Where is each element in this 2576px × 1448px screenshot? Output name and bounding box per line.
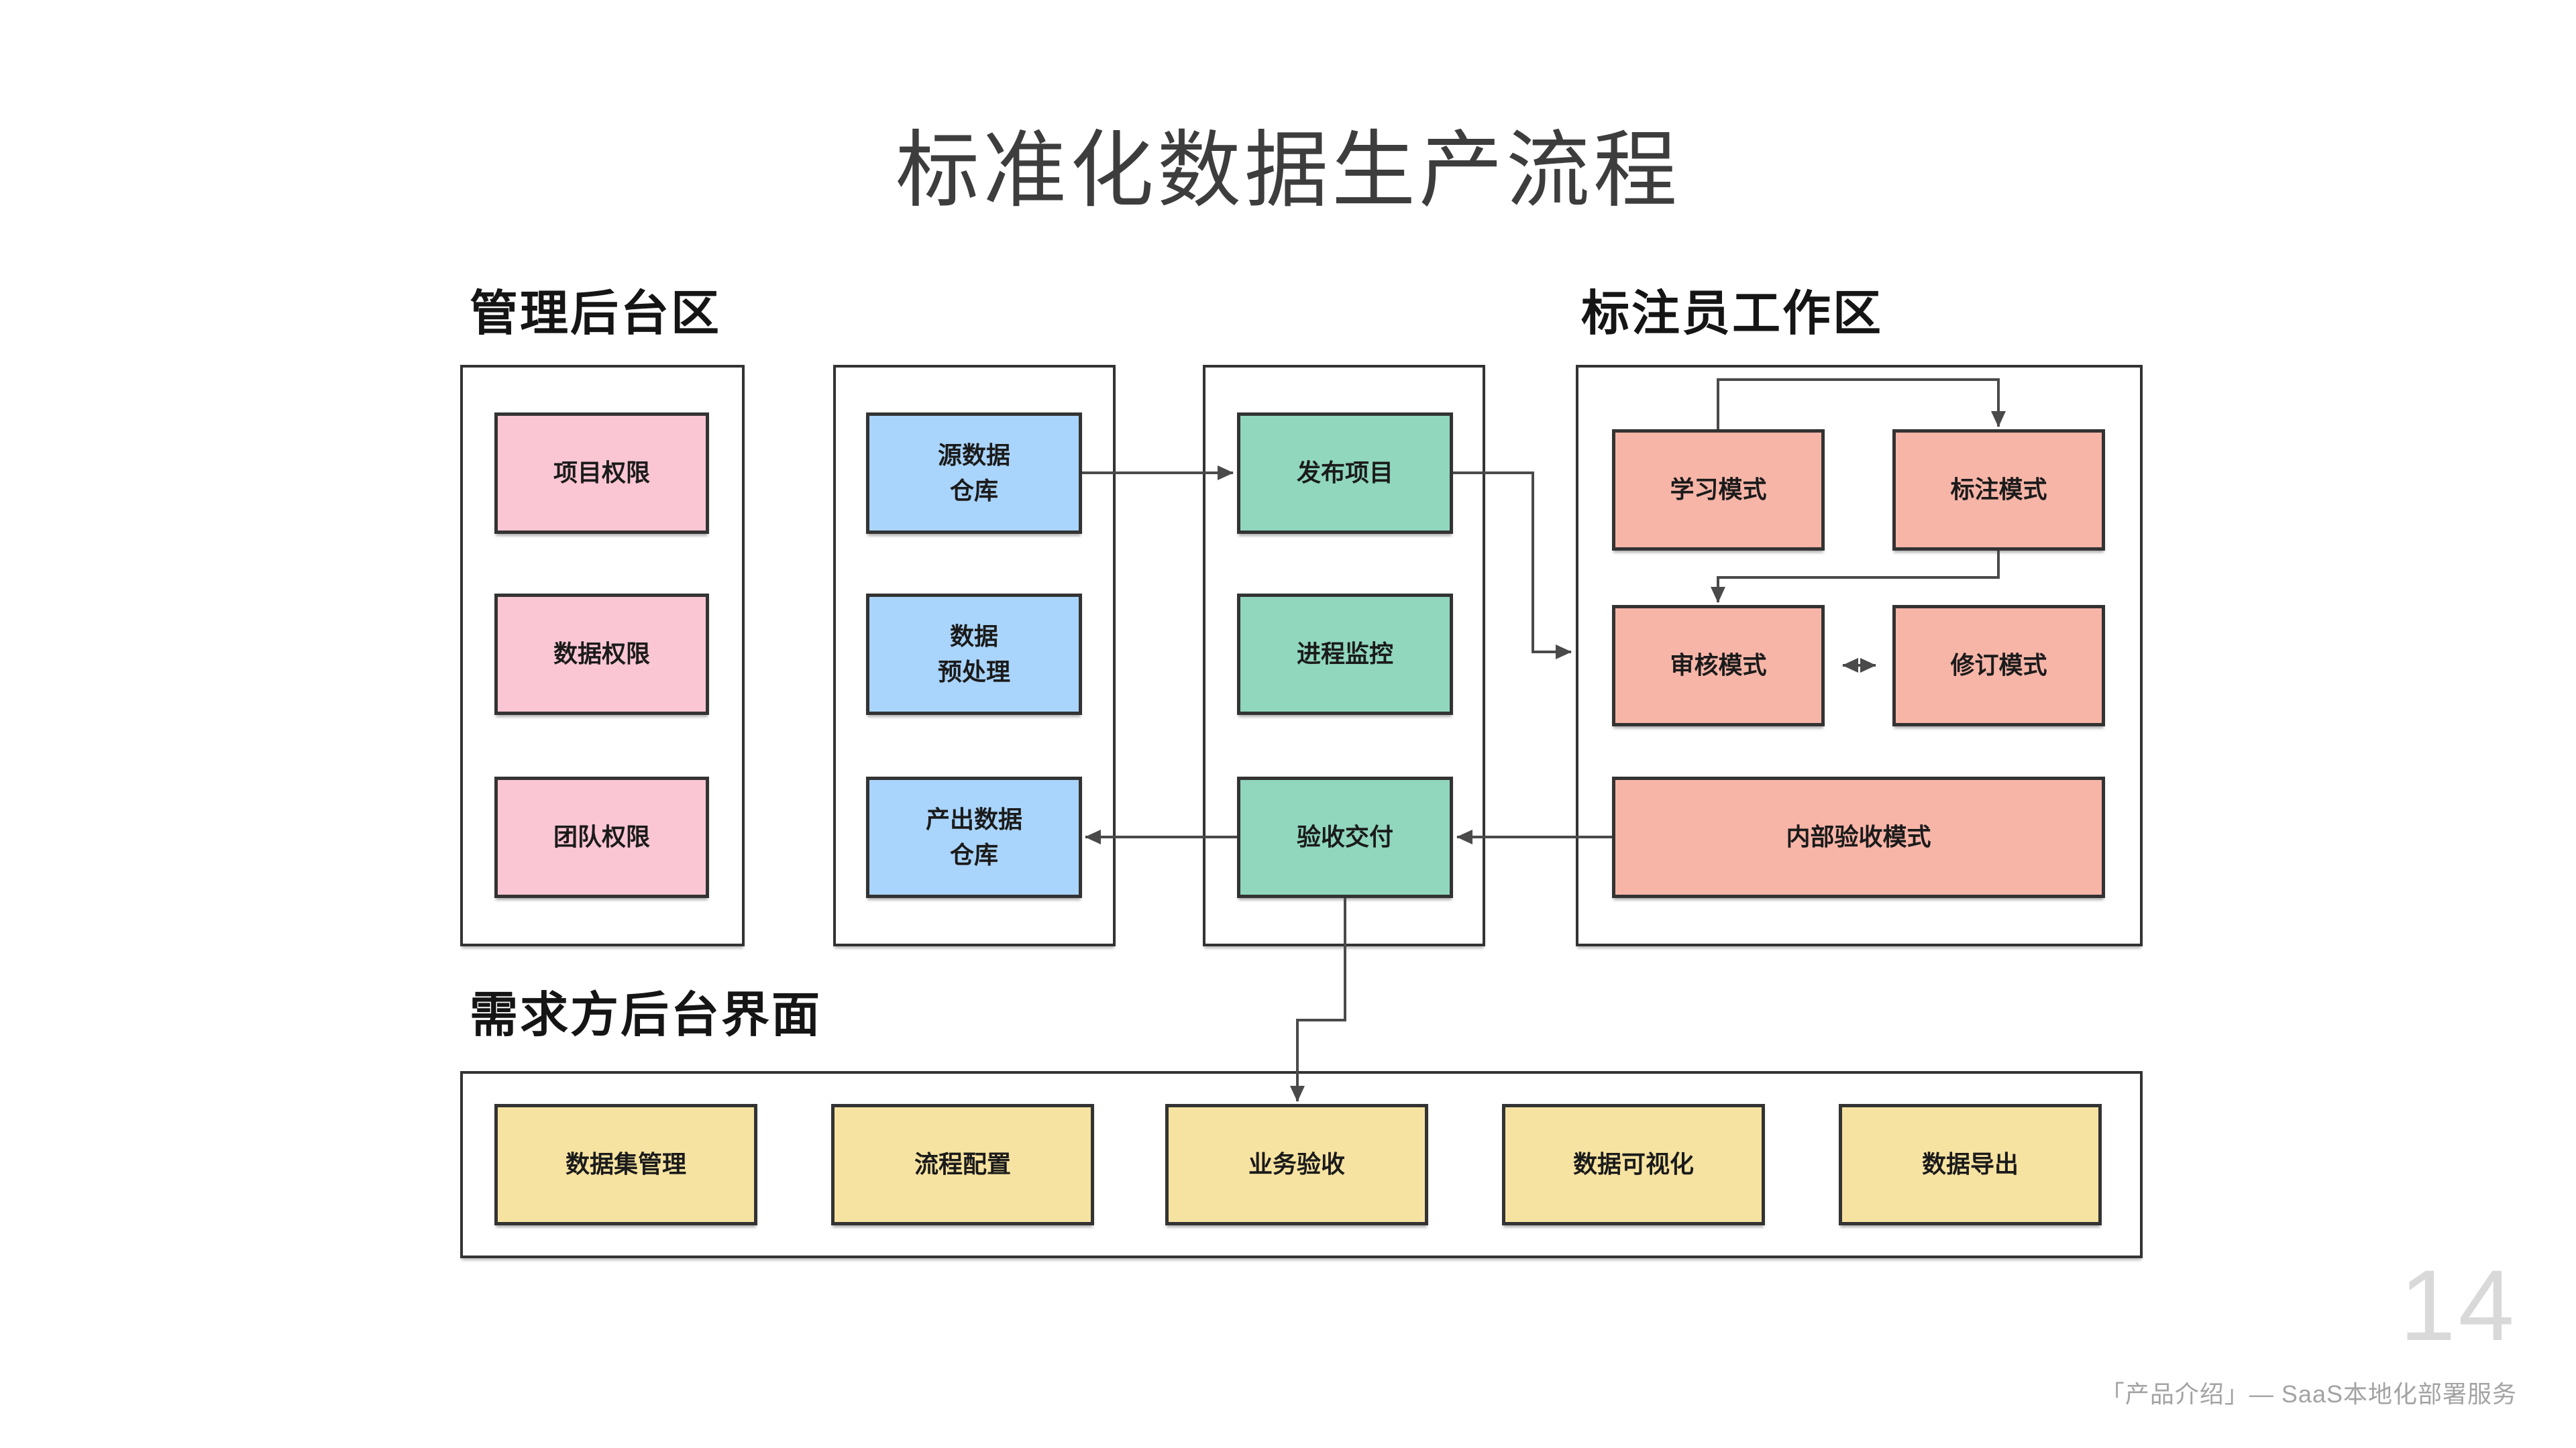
node-annotation-mode: 标注模式 — [1892, 429, 2105, 551]
node-data-permission: 数据权限 — [494, 594, 709, 715]
node-business-acceptance: 业务验收 — [1165, 1104, 1428, 1225]
node-internal-acceptance-mode: 内部验收模式 — [1612, 777, 2105, 898]
node-data-visualization: 数据可视化 — [1502, 1104, 1765, 1225]
node-output-data-warehouse: 产出数据 仓库 — [866, 777, 1082, 898]
node-source-data-warehouse: 源数据 仓库 — [866, 412, 1082, 534]
node-data-preprocessing: 数据 预处理 — [866, 594, 1082, 715]
node-publish-project: 发布项目 — [1237, 412, 1453, 534]
node-progress-monitoring: 进程监控 — [1237, 594, 1453, 715]
zone-header-annotator: 标注员工作区 — [1581, 287, 1884, 341]
zone-header-client: 需求方后台界面 — [470, 989, 822, 1042]
node-review-mode: 审核模式 — [1612, 605, 1825, 726]
page-number: 14 — [2400, 1249, 2517, 1361]
zone-header-admin: 管理后台区 — [470, 287, 722, 341]
node-project-permission: 项目权限 — [494, 412, 709, 534]
node-learning-mode: 学习模式 — [1612, 429, 1825, 551]
node-dataset-management: 数据集管理 — [494, 1104, 757, 1225]
node-team-permission: 团队权限 — [494, 777, 709, 898]
page-title: 标准化数据生产流程 — [896, 124, 1680, 217]
node-acceptance-delivery: 验收交付 — [1237, 777, 1453, 898]
footer-caption: 「产品介绍」— SaaS本地化部署服务 — [2100, 1380, 2517, 1408]
node-revision-mode: 修订模式 — [1892, 605, 2105, 726]
node-data-export: 数据导出 — [1839, 1104, 2102, 1225]
node-workflow-config: 流程配置 — [831, 1104, 1094, 1225]
